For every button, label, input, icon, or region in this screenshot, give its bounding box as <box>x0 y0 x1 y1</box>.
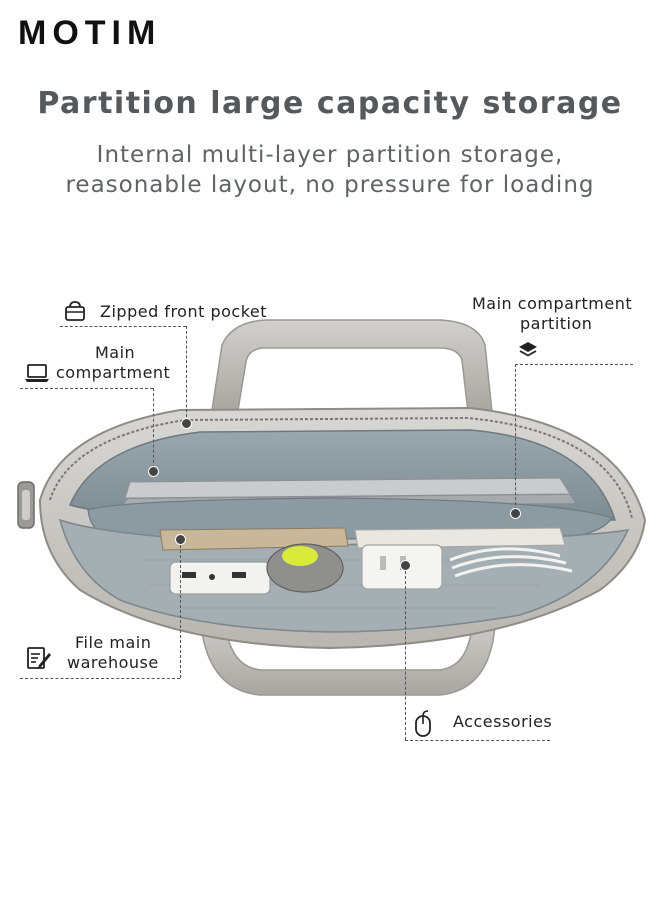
laptop-icon <box>25 364 49 382</box>
label-zipped-front-pocket: Zipped front pocket <box>100 302 268 321</box>
page-title: Partition large capacity storage <box>37 86 623 121</box>
leader-zipped-front-pocket-v <box>186 326 187 422</box>
layers-icon <box>519 342 537 357</box>
leader-main-compartment <box>20 388 153 389</box>
label-file-main-warehouse-1: File main <box>75 633 152 652</box>
marker-zipped-front-pocket <box>181 418 192 429</box>
marker-accessories <box>400 560 411 571</box>
bag-illustration <box>17 319 647 696</box>
label-main-compartment-1: Main <box>95 343 136 362</box>
label-file-main-warehouse-2: warehouse <box>67 653 159 672</box>
leader-main-compartment-v <box>153 388 154 468</box>
leader-accessories-v <box>405 566 406 740</box>
marker-main-compartment <box>148 466 159 477</box>
label-accessories: Accessories <box>453 712 553 731</box>
marker-file-main-warehouse <box>175 534 186 545</box>
leader-main-partition <box>515 364 633 365</box>
label-main-compartment-2: compartment <box>56 363 171 382</box>
marker-main-partition <box>510 508 521 519</box>
mouse-icon <box>415 710 431 737</box>
label-main-partition-1: Main compartment <box>472 294 633 313</box>
subtitle-line-2: reasonable layout, no pressure for loadi… <box>65 172 595 198</box>
document-edit-icon <box>27 647 51 669</box>
leader-accessories <box>405 740 550 741</box>
leader-file-main-warehouse <box>20 678 180 679</box>
brand-logo: MOTIM <box>18 14 162 52</box>
bag-icon <box>65 301 85 321</box>
label-main-partition-2: partition <box>520 314 593 333</box>
subtitle-line-1: Internal multi-layer partition storage, <box>96 142 564 168</box>
leader-zipped-front-pocket <box>60 326 186 327</box>
leader-file-main-warehouse-v <box>180 540 181 678</box>
leader-main-partition-v <box>515 364 516 510</box>
